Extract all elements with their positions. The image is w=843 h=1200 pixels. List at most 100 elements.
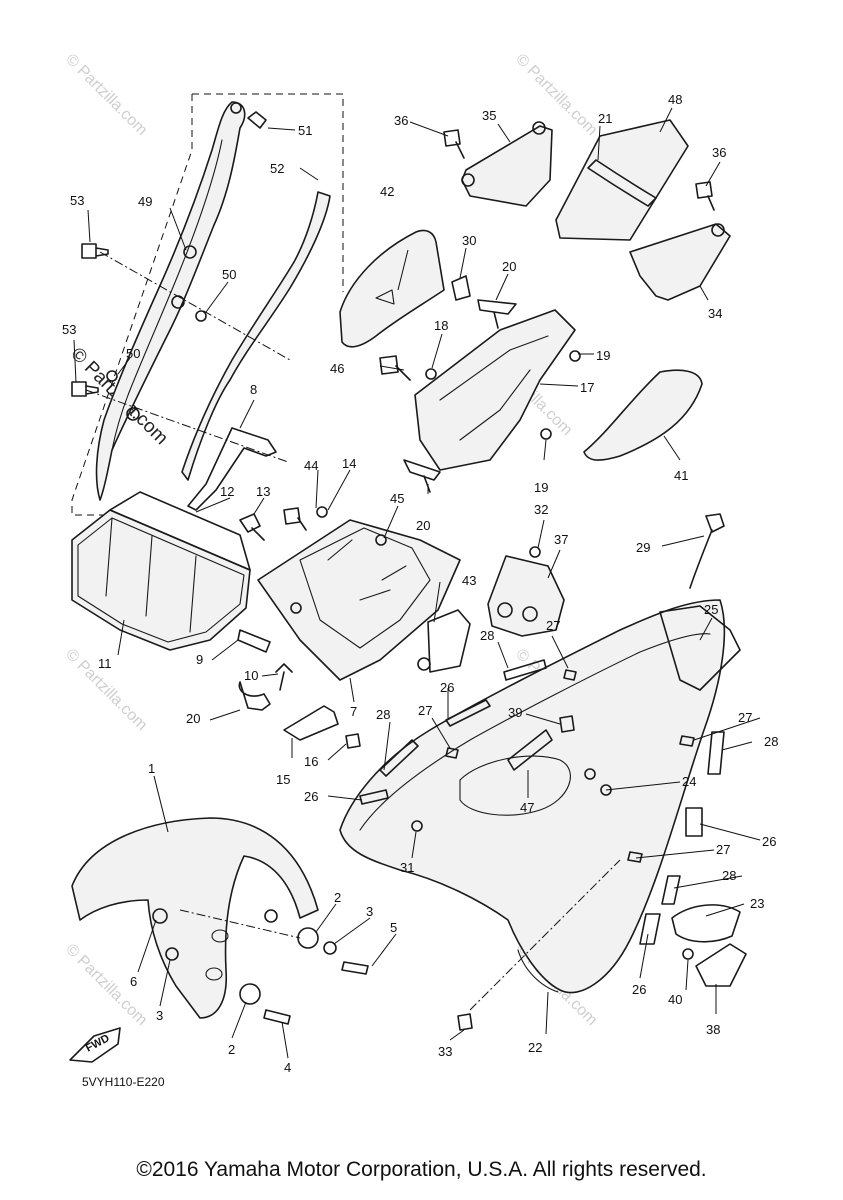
part-45-collar — [375, 534, 387, 546]
callout-22: 22 — [528, 1040, 542, 1055]
assembly-outline — [71, 93, 344, 516]
part-11-duct-frame — [77, 517, 245, 643]
part-14-nut — [316, 506, 328, 518]
part-26-tape — [685, 807, 703, 837]
part-20-clip — [477, 299, 517, 329]
callout-8: 8 — [250, 382, 257, 397]
callout-41: 41 — [674, 468, 688, 483]
callout-33: 33 — [438, 1044, 452, 1059]
callout-2: 2 — [228, 1042, 235, 1057]
part-28-tape — [503, 659, 547, 681]
callout-27: 27 — [716, 842, 730, 857]
callout-10: 10 — [244, 668, 258, 683]
part-48-pad — [555, 119, 689, 241]
callout-38: 38 — [706, 1022, 720, 1037]
part-3-washer — [165, 947, 179, 961]
part-2-spacer — [297, 927, 319, 949]
part-16-screw — [345, 733, 361, 749]
callout-27: 27 — [418, 703, 432, 718]
callout-19: 19 — [534, 480, 548, 495]
callout-3: 3 — [156, 1008, 163, 1023]
callout-17: 17 — [580, 380, 594, 395]
callout-46: 46 — [330, 361, 344, 376]
callout-4: 4 — [284, 1060, 291, 1075]
callout-40: 40 — [668, 992, 682, 1007]
callout-35: 35 — [482, 108, 496, 123]
forward-arrow-icon: FWD — [69, 1027, 121, 1063]
part-30-clip — [451, 275, 471, 301]
callout-27: 27 — [738, 710, 752, 725]
part-31-clip — [411, 820, 423, 832]
part-12-duct-lip — [109, 491, 251, 571]
part-25-trim — [659, 605, 741, 691]
part-7-mount-hole — [417, 657, 431, 671]
part-36-bolt — [695, 181, 715, 211]
part-53-bolt — [81, 243, 109, 259]
part-1-fender-hole — [264, 909, 278, 923]
part-27-tape — [563, 669, 577, 681]
part-42-detail — [375, 289, 395, 305]
part-22-undercowl-recess — [459, 755, 571, 816]
callout-28: 28 — [764, 734, 778, 749]
part-38-plate — [695, 943, 747, 987]
part-50-clip — [106, 370, 118, 382]
callout-50: 50 — [126, 346, 140, 361]
part-46-bolt — [379, 355, 411, 381]
part-27-tape — [445, 747, 459, 759]
callout-28: 28 — [376, 707, 390, 722]
callout-18: 18 — [434, 318, 448, 333]
part-36-bolt — [443, 129, 465, 159]
callout-11: 11 — [98, 656, 112, 671]
callout-5: 5 — [390, 920, 397, 935]
part-7-stay — [257, 519, 461, 681]
callout-26: 26 — [632, 982, 646, 997]
part-39-screw — [559, 715, 575, 733]
part-3-washer — [323, 941, 337, 955]
callout-16: 16 — [304, 754, 318, 769]
callout-36: 36 — [394, 113, 408, 128]
callout-45: 45 — [390, 491, 404, 506]
callout-1: 1 — [148, 761, 155, 776]
part-22-undercowl — [339, 599, 726, 994]
part-19-nut — [540, 428, 552, 440]
callout-26: 26 — [762, 834, 776, 849]
callout-32: 32 — [534, 502, 548, 517]
part-2-spacer — [239, 983, 261, 1005]
part-32-collar — [529, 546, 541, 558]
part-6-nut — [152, 908, 168, 924]
callout-7: 7 — [350, 704, 357, 719]
callout-50: 50 — [222, 267, 236, 282]
part-17-upper-stay — [414, 309, 576, 471]
callout-47: 47 — [520, 800, 534, 815]
callout-23: 23 — [750, 896, 764, 911]
leader-lines — [73, 107, 761, 1059]
part-23-pad — [671, 904, 741, 943]
part-53-bolt — [71, 381, 99, 397]
callout-26: 26 — [304, 789, 318, 804]
part-28-tape — [707, 731, 725, 775]
callout-9: 9 — [196, 652, 203, 667]
callout-21: 21 — [598, 111, 612, 126]
part-26-tape — [445, 699, 491, 727]
part-34-hole — [711, 223, 725, 237]
part-49-side-cover — [95, 101, 246, 501]
part-42-cover — [339, 229, 445, 348]
callout-19: 19 — [596, 348, 610, 363]
callout-31: 31 — [400, 860, 414, 875]
callout-49: 49 — [138, 194, 152, 209]
part-40-collar — [682, 948, 694, 960]
callout-20: 20 — [416, 518, 430, 533]
part-26-tape — [359, 789, 389, 805]
part-49-mount-hole — [126, 407, 140, 421]
part-11-duct-divider — [105, 517, 197, 633]
part-15-plate — [283, 705, 339, 741]
callout-39: 39 — [508, 705, 522, 720]
callout-42: 42 — [380, 184, 394, 199]
callout-48: 48 — [668, 92, 682, 107]
part-49-inner-edge — [111, 139, 223, 451]
callout-20: 20 — [186, 711, 200, 726]
part-24-nut — [584, 768, 596, 780]
part-50-clip — [195, 310, 207, 322]
part-4-bolt — [263, 1009, 291, 1025]
